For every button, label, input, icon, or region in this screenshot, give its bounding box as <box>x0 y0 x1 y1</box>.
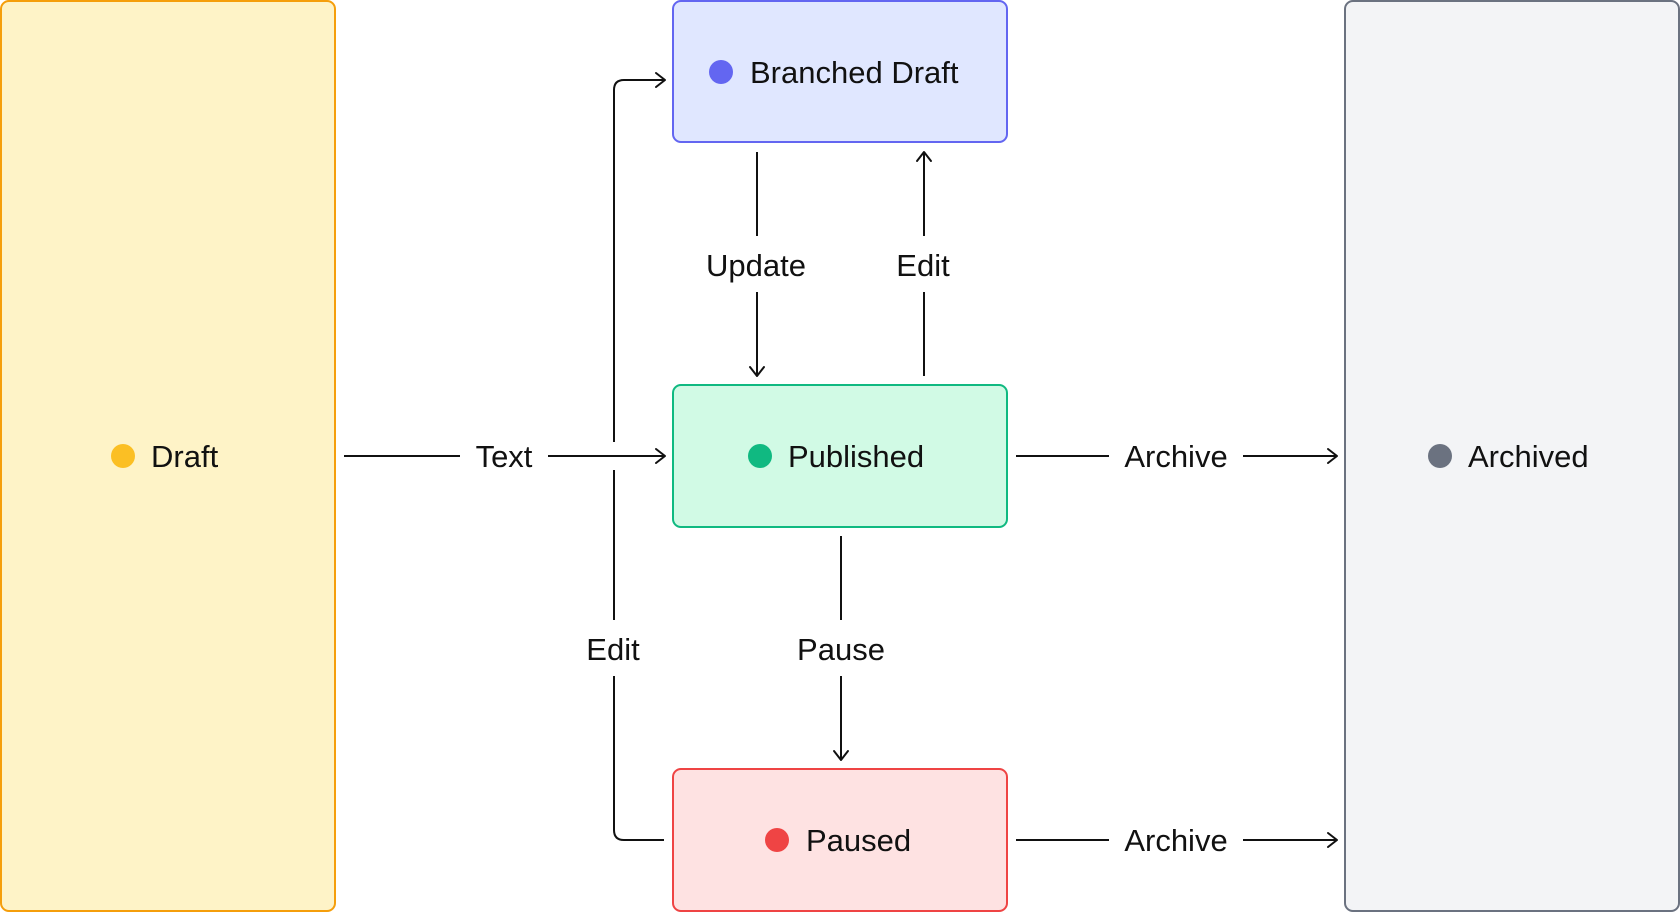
transition-label-archive: Archive <box>1124 823 1227 858</box>
arrowhead-right-icon <box>655 448 666 464</box>
state-paused-box <box>672 768 1008 912</box>
transition-label-text: Text <box>476 439 533 474</box>
transition-paused-to-branched: Edit <box>586 72 666 841</box>
archived-status-dot-icon <box>1428 444 1452 468</box>
arrowhead-down-icon <box>833 750 849 761</box>
state-branched-draft-box <box>672 0 1008 143</box>
transition-label-edit: Edit <box>586 632 640 667</box>
arrowhead-right-icon <box>1327 448 1338 464</box>
arrowhead-right-icon <box>1327 832 1338 848</box>
transition-paused-to-archived: Archive <box>1016 823 1338 858</box>
state-published-box <box>672 384 1008 528</box>
transition-published-to-paused: Pause <box>797 536 885 761</box>
paused-status-dot-icon <box>765 828 789 852</box>
state-archived-label: Archived <box>1468 439 1589 474</box>
state-branched-draft: Branched Draft <box>672 0 1008 143</box>
state-paused: Paused <box>672 768 1008 912</box>
arrowhead-down-icon <box>749 366 765 377</box>
edge-line <box>613 79 665 442</box>
transition-label-update: Update <box>706 248 806 283</box>
published-status-dot-icon <box>748 444 772 468</box>
arrowhead-up-icon <box>916 151 932 162</box>
state-draft-box <box>0 0 336 912</box>
branched-draft-status-dot-icon <box>709 60 733 84</box>
state-draft: Draft <box>0 0 336 912</box>
edge-line <box>613 676 664 841</box>
transition-label-edit: Edit <box>896 248 950 283</box>
state-archived: Archived <box>1344 0 1680 912</box>
state-published: Published <box>672 384 1008 528</box>
state-archived-box <box>1344 0 1680 912</box>
transition-published-to-archived: Archive <box>1016 439 1338 474</box>
transition-label-pause: Pause <box>797 632 885 667</box>
state-published-label: Published <box>788 439 924 474</box>
state-paused-label: Paused <box>806 823 911 858</box>
transition-draft-to-published: Text <box>344 439 666 474</box>
transition-label-archive: Archive <box>1124 439 1227 474</box>
state-branched-draft-label: Branched Draft <box>750 55 959 90</box>
draft-status-dot-icon <box>111 444 135 468</box>
arrowhead-right-icon <box>655 72 666 88</box>
state-draft-label: Draft <box>151 439 219 474</box>
transition-published-to-branched: Edit <box>896 151 950 376</box>
transition-branched-to-published: Update <box>706 152 806 377</box>
